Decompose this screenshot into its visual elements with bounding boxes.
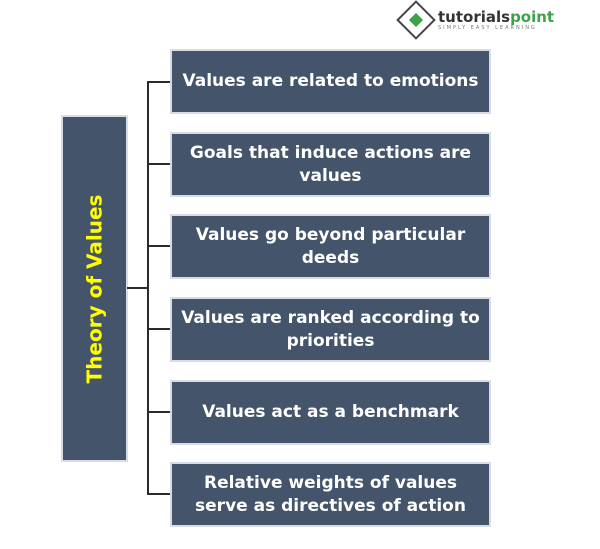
connector-root [127,287,149,289]
value-node: Values go beyond particular deeds [170,214,491,279]
value-node: Values are related to emotions [170,49,491,114]
value-label: Values act as a benchmark [202,402,459,422]
value-node: Relative weights of values serve as dire… [170,462,491,527]
value-label: Values are ranked according to prioritie… [181,307,480,351]
value-node: Values are ranked according to prioritie… [170,297,491,362]
root-node: Theory of Values [61,115,128,462]
connector-branch [147,245,170,247]
connector-branch [147,163,170,165]
logo-icon [396,0,436,40]
logo-text-a: tutorials [438,7,511,26]
value-label: Values go beyond particular deeds [195,224,466,268]
connector-branch [147,328,170,330]
tutorialspoint-logo: tutorialspoint SIMPLY EASY LEARNING [396,0,555,40]
value-label: Values are related to emotions [182,71,479,91]
value-label: Goals that induce actions are values [189,142,472,186]
value-node: Values act as a benchmark [170,380,491,445]
connector-branch [147,411,170,413]
value-node: Goals that induce actions are values [170,132,491,197]
logo-tagline: SIMPLY EASY LEARNING [438,24,537,31]
root-label: Theory of Values [82,194,107,383]
value-label: Relative weights of values serve as dire… [195,472,466,516]
connector-branch [147,493,170,495]
connector-trunk [147,81,149,495]
connector-branch [147,81,170,83]
logo-text-b: point [510,7,555,26]
